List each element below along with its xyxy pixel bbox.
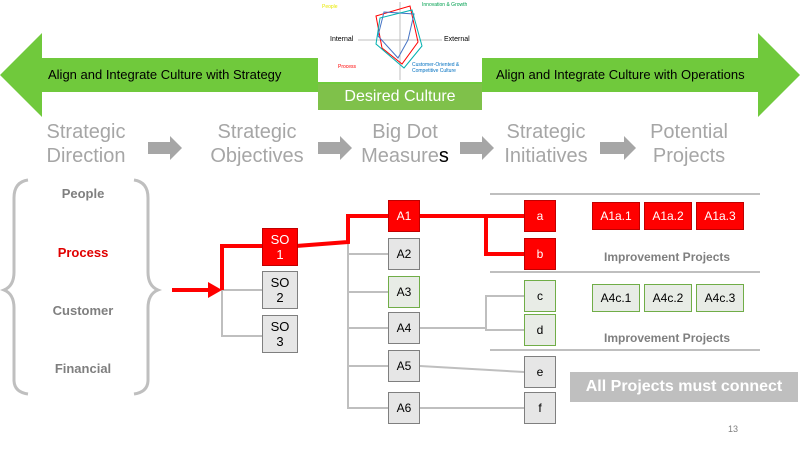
- initiative-d: d: [524, 314, 556, 346]
- culture-label-innovation: Innovation & Growth: [422, 2, 468, 8]
- header-strategic-direction: Strategic Direction: [28, 120, 144, 168]
- initiative-b: b: [524, 238, 556, 270]
- culture-label-internal: Internal: [330, 36, 354, 43]
- header-line: Objectives: [210, 145, 304, 167]
- category-financial: Financial: [54, 361, 112, 376]
- header-big-dot-measures: Big Dot Measures: [350, 120, 460, 168]
- project-a4c-2: A4c.2: [644, 284, 692, 312]
- culture-radar-graphic: People Innovation & Growth Internal Exte…: [318, 0, 482, 82]
- category-customer: Customer: [52, 303, 114, 318]
- desired-culture-label: Desired Culture: [318, 84, 482, 110]
- objective-number: 3: [276, 334, 284, 349]
- banner-right-text: Align and Integrate Culture with Operati…: [496, 67, 745, 82]
- measure-a1: A1: [388, 200, 420, 232]
- connect-note: All Projects must connect: [570, 372, 798, 402]
- header-line: Initiatives: [504, 145, 588, 167]
- banner-left-text: Align and Integrate Culture with Strateg…: [48, 67, 282, 82]
- project-a1a-1: A1a.1: [592, 202, 640, 230]
- header-strategic-initiatives: Strategic Initiatives: [488, 120, 604, 168]
- header-line: Direction: [46, 145, 126, 167]
- column-chevrons: [148, 136, 636, 160]
- header-potential-projects: Potential Projects: [634, 120, 744, 168]
- measure-a3: A3: [388, 276, 420, 308]
- culture-label-external: External: [444, 36, 470, 43]
- objective-label: SO: [270, 232, 290, 247]
- initiative-a: a: [524, 200, 556, 232]
- project-a4c-3: A4c.3: [696, 284, 744, 312]
- measure-a5: A5: [388, 350, 420, 382]
- initiative-c: c: [524, 280, 556, 312]
- initiative-f: f: [524, 392, 556, 424]
- objective-number: 2: [276, 290, 284, 305]
- culture-label-process: Process: [338, 64, 357, 70]
- header-measure-text: Measure: [361, 145, 439, 167]
- objective-label: SO: [270, 275, 290, 290]
- project-a4c-1: A4c.1: [592, 284, 640, 312]
- culture-label-customer: Customer-Oriented & Competitive Culture: [412, 62, 460, 74]
- measure-a2: A2: [388, 238, 420, 270]
- header-line: Strategic: [46, 121, 126, 143]
- improvement-projects-label: Improvement Projects: [604, 331, 731, 345]
- objective-label: SO: [270, 319, 290, 334]
- initiative-e: e: [524, 356, 556, 388]
- objective-number: 1: [276, 247, 284, 262]
- header-line: Projects: [652, 145, 726, 167]
- right-brace: [133, 178, 163, 396]
- project-a1a-2: A1a.2: [644, 202, 692, 230]
- project-a1a-3: A1a.3: [696, 202, 744, 230]
- left-brace: [0, 178, 29, 396]
- header-line: Potential: [650, 121, 728, 143]
- improvement-projects-label: Improvement Projects: [604, 250, 731, 264]
- category-people: People: [61, 186, 105, 201]
- header-line: Big Dot: [372, 121, 438, 143]
- header-line: Strategic: [217, 121, 297, 143]
- category-process: Process: [57, 245, 109, 260]
- header-measure-suffix: s: [438, 145, 449, 167]
- measure-a4: A4: [388, 312, 420, 344]
- measure-a6: A6: [388, 392, 420, 424]
- header-line: Strategic: [506, 121, 586, 143]
- culture-label-people: People: [322, 4, 338, 10]
- header-line: Measures: [350, 144, 460, 168]
- page-number: 13: [728, 424, 739, 434]
- header-strategic-objectives: Strategic Objectives: [196, 120, 318, 168]
